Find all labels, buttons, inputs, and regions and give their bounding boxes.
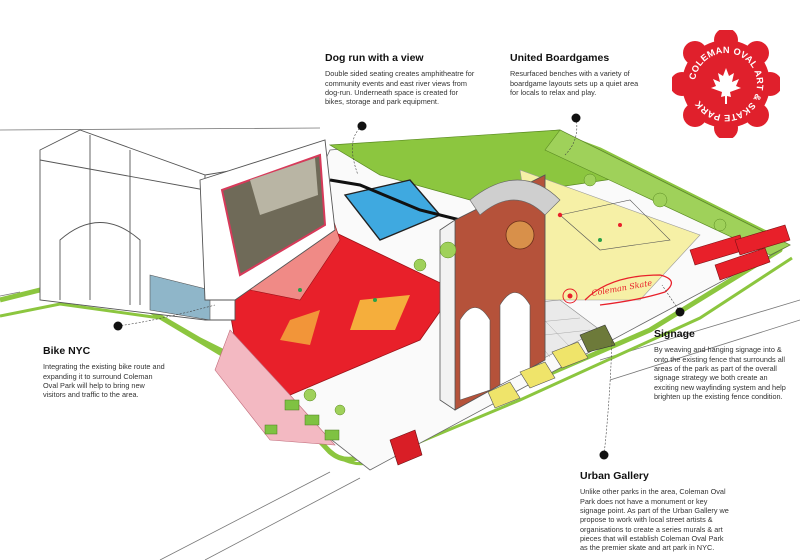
- callout-signage-body: By weaving and hanging signage into & on…: [654, 345, 786, 402]
- field-lines: [559, 199, 671, 251]
- callout-bike-nyc-title: Bike NYC: [43, 345, 91, 357]
- dog-run-railing: [329, 178, 461, 222]
- park-logo: COLEMAN OVAL ART & SKATE PARK: [672, 30, 780, 138]
- fence-sign-flower: [562, 288, 578, 304]
- curved-roof: [469, 179, 561, 216]
- fire-truck: [389, 429, 423, 466]
- callout-bike-nyc: Bike NYC Integrating the existing bike r…: [43, 345, 168, 400]
- people-figures-green: [298, 238, 602, 302]
- dog-run-marker: [357, 121, 367, 131]
- callout-dog-run: Dog run with a view Double sided seating…: [325, 52, 475, 107]
- callout-boardgames-title: United Boardgames: [510, 52, 610, 64]
- signage-marker: [675, 307, 685, 317]
- callout-urban-gallery-body: Unlike other parks in the area, Coleman …: [580, 487, 729, 553]
- trees: [303, 173, 727, 416]
- callout-boardgames: United Boardgames Resurfaced benches wit…: [510, 52, 640, 97]
- skate-yellow-highlight-2: [280, 310, 320, 345]
- mural-arch-2: [499, 292, 531, 386]
- bridge-building: [39, 129, 236, 321]
- people-figures: [253, 212, 622, 332]
- screen-image-sky: [250, 158, 318, 215]
- callout-urban-gallery-title: Urban Gallery: [580, 470, 649, 482]
- planters: [264, 399, 340, 441]
- callout-dog-run-title: Dog run with a view: [325, 52, 424, 64]
- bike-marker: [113, 321, 123, 331]
- building-art-panel: [149, 274, 211, 321]
- mural-face: [505, 220, 535, 250]
- food-trucks: [689, 224, 791, 281]
- lawn-strip: [544, 129, 791, 256]
- callout-urban-gallery: Urban Gallery Unlike other parks in the …: [580, 470, 730, 553]
- boardgames-marker: [571, 113, 581, 123]
- callout-dog-run-body: Double sided seating creates amphitheatr…: [325, 69, 475, 107]
- parked-vans: [487, 324, 616, 409]
- callout-boardgames-body: Resurfaced benches with a variety of boa…: [510, 69, 639, 98]
- urban-gallery-marker: [599, 450, 609, 460]
- mural-arch-1: [459, 307, 491, 401]
- callout-bike-nyc-body: Integrating the existing bike route and …: [43, 362, 165, 400]
- callout-signage: Signage By weaving and hanging signage i…: [654, 328, 789, 401]
- mural-wall-side: [439, 219, 456, 411]
- callout-dots: [113, 113, 685, 460]
- callout-signage-title: Signage: [654, 328, 695, 340]
- maple-leaf-icon: [711, 68, 741, 104]
- skate-yellow-highlight: [350, 295, 410, 330]
- fence-sign-loop: [584, 274, 672, 306]
